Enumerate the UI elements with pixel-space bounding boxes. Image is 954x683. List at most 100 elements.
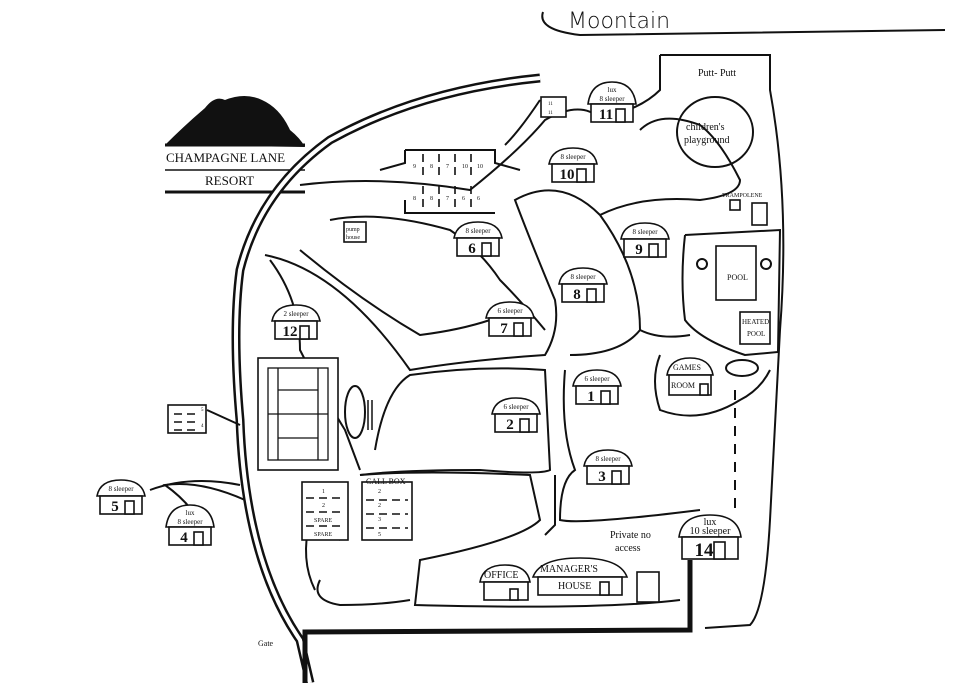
cabin-number: 11 xyxy=(599,107,613,123)
cabin-number: 12 xyxy=(283,324,298,340)
door-icon xyxy=(124,500,135,515)
cabin-label: lux xyxy=(186,509,195,517)
cabin-number: 5 xyxy=(111,499,119,515)
svg-text:7: 7 xyxy=(446,196,449,202)
playground-label-2: playground xyxy=(684,135,730,146)
door-icon xyxy=(586,288,597,303)
cabin-roof xyxy=(558,267,608,285)
cabin-body xyxy=(575,385,619,405)
logo-line1: CHAMPAGNE LANE xyxy=(166,150,285,165)
cabin-label: 6 sleeper xyxy=(497,307,523,315)
svg-text:9: 9 xyxy=(413,164,416,170)
door-icon xyxy=(611,470,622,485)
childrens-playground xyxy=(676,96,754,168)
cabin-2: 6 sleeper 2 xyxy=(491,397,541,433)
cabin-number: 4 xyxy=(180,530,188,546)
cabin-roof xyxy=(587,81,637,105)
svg-text:5: 5 xyxy=(201,408,204,413)
svg-text:11: 11 xyxy=(548,111,553,116)
svg-text:6: 6 xyxy=(462,196,465,202)
cabin-body xyxy=(623,238,667,258)
cabin-number: 10 xyxy=(560,167,575,183)
svg-text:5: 5 xyxy=(378,532,381,538)
pool-feature xyxy=(696,258,708,270)
pump-house-label-1: pump xyxy=(346,227,360,233)
resort-logo: CHAMPAGNE LANE RESORT xyxy=(165,96,305,194)
mountain-boundary xyxy=(541,11,946,37)
cabin-roof xyxy=(678,514,742,538)
parking-lot-left: 1 2 SPARE SPARE xyxy=(301,481,349,541)
svg-text:OFFICE: OFFICE xyxy=(484,570,518,581)
svg-text:MANAGER'S: MANAGER'S xyxy=(540,564,598,575)
svg-text:6: 6 xyxy=(477,196,480,202)
svg-text:4: 4 xyxy=(201,424,204,429)
cabin-capacity: 8 sleeper xyxy=(177,518,203,526)
cabin-body xyxy=(488,317,532,337)
mountain-label: Moontain xyxy=(568,9,670,34)
trampoline xyxy=(751,202,768,226)
cabin-roof xyxy=(491,397,541,415)
private-label-1: Private no xyxy=(610,530,651,541)
svg-text:SPARE: SPARE xyxy=(314,532,332,538)
cabin-body xyxy=(168,526,212,546)
cabin-number: 3 xyxy=(598,469,606,485)
heated-pool-label-1: HEATED xyxy=(742,318,769,326)
pump-house xyxy=(343,221,367,243)
cabin-roof xyxy=(620,222,670,240)
playground-label-1: children's xyxy=(686,122,725,133)
cabin-body xyxy=(586,465,630,485)
cabin-roof xyxy=(96,479,146,497)
cabin-number: 8 xyxy=(573,287,581,303)
cabin-roof xyxy=(572,369,622,387)
cabin-label: lux xyxy=(608,86,617,94)
svg-text:10: 10 xyxy=(462,164,468,170)
private-label-2: access xyxy=(615,543,641,554)
svg-text:HOUSE: HOUSE xyxy=(558,581,591,592)
pool xyxy=(715,245,757,301)
svg-text:GAMES: GAMES xyxy=(673,363,701,372)
trampoline-label: TRAMPOLENE xyxy=(722,193,763,199)
cabin-label: 8 sleeper xyxy=(108,485,134,493)
parking-lot-top: 9 8 7 10 10 8 8 7 6 6 xyxy=(379,149,521,214)
parking-lot-right: 2 2 3 5 xyxy=(361,481,413,541)
cabin-roof xyxy=(271,304,321,322)
svg-text:ROOM: ROOM xyxy=(671,381,695,390)
logo-line2: RESORT xyxy=(205,173,254,188)
svg-text:2: 2 xyxy=(322,503,325,509)
cabin-label: 6 sleeper xyxy=(503,403,529,411)
pump-house-label-2: house xyxy=(346,235,360,241)
cabin-label: 8 sleeper xyxy=(632,228,658,236)
cabin-label: 8 sleeper xyxy=(465,227,491,235)
door-icon xyxy=(615,108,626,123)
pool-label: POOL xyxy=(727,273,748,282)
cabin-label: 2 sleeper xyxy=(283,310,309,318)
parking-lot-west: 5 4 xyxy=(167,404,207,434)
cabin-capacity: 10 sleeper xyxy=(690,526,731,537)
cabin-number: 2 xyxy=(506,417,514,433)
cabin-body xyxy=(456,237,500,257)
svg-text:8: 8 xyxy=(430,164,433,170)
svg-text:1: 1 xyxy=(322,489,325,495)
cabin-number: 6 xyxy=(468,241,476,257)
cabin-number: 14 xyxy=(695,540,715,561)
door-icon xyxy=(513,322,524,337)
door-icon xyxy=(713,541,726,560)
cabin-body xyxy=(99,495,143,515)
cabin-number: 9 xyxy=(635,242,643,258)
heated-pool-label-2: POOL xyxy=(747,330,765,338)
cabin-roof xyxy=(485,301,535,319)
cabin-roof xyxy=(453,221,503,239)
private-building xyxy=(636,571,660,603)
cabin-6: 8 sleeper 6 xyxy=(453,221,503,257)
cabin-number: 1 xyxy=(587,389,595,405)
pond xyxy=(725,359,759,377)
cabin-body xyxy=(494,413,538,433)
door-icon xyxy=(576,168,587,183)
cabin-12: 2 sleeper 12 xyxy=(271,304,321,340)
main-road xyxy=(231,73,693,683)
